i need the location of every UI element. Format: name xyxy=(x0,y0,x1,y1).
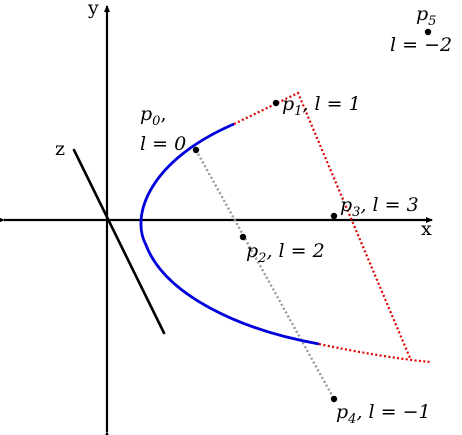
label-p3: p3, l = 3 xyxy=(340,194,419,220)
point-p2 xyxy=(239,233,247,241)
z-axis-label: z xyxy=(55,138,65,160)
label-p1: p1, l = 1 xyxy=(282,93,361,119)
point-p4 xyxy=(330,395,338,403)
label-p0: p0, xyxy=(140,103,167,129)
curve-extension-lower xyxy=(318,342,431,364)
point-p3 xyxy=(330,212,338,220)
label-p4: p4, l = −1 xyxy=(336,401,431,427)
z-axis xyxy=(72,148,166,335)
construction-line-p0-p4 xyxy=(194,149,336,400)
y-axis-label: y xyxy=(87,0,99,19)
parabola-curve xyxy=(139,122,320,346)
label-p0-l: l = 0 xyxy=(140,133,186,155)
label-p5-l: l = −2 xyxy=(390,34,452,56)
point-p1 xyxy=(272,99,280,107)
label-p5: p5 xyxy=(416,3,436,29)
control-polygon xyxy=(233,91,412,359)
label-p2: p2, l = 2 xyxy=(246,240,325,266)
x-axis-label: x xyxy=(421,218,432,240)
point-p5 xyxy=(424,28,432,36)
point-p0 xyxy=(192,146,200,154)
